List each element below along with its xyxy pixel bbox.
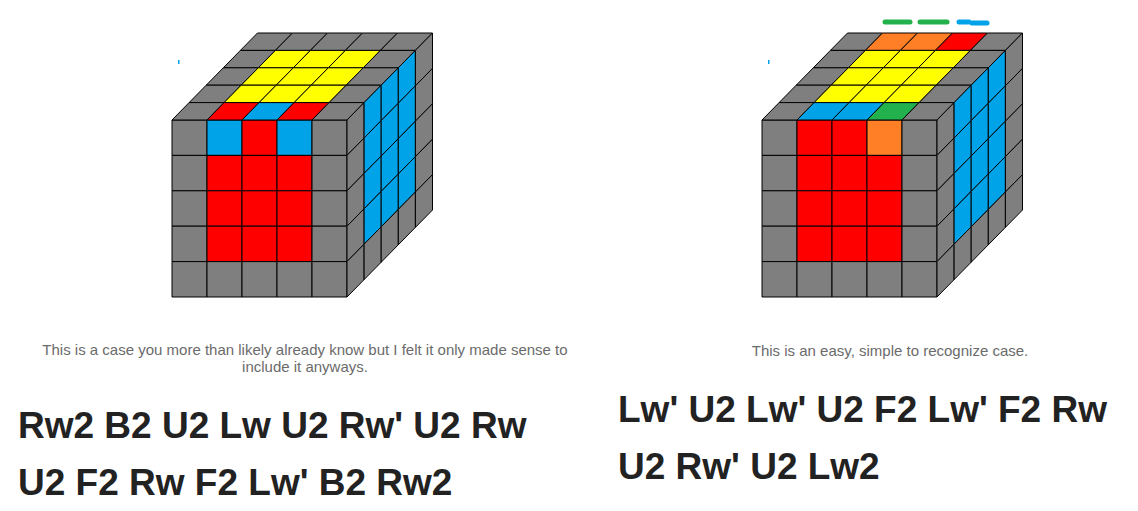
case-caption: This is an easy, simple to recognize cas… (680, 342, 1100, 359)
sticker (172, 191, 207, 226)
sticker (867, 155, 902, 190)
swap-indicator (959, 20, 969, 25)
swap-indicator (972, 21, 987, 26)
sticker (277, 155, 312, 190)
sticker (762, 155, 797, 190)
sticker (832, 155, 867, 190)
sticker (988, 192, 1005, 245)
sticker (277, 226, 312, 261)
sticker (242, 226, 277, 261)
sticker (797, 155, 832, 190)
sticker (937, 244, 954, 297)
stray-mark (768, 60, 770, 64)
sticker (172, 262, 207, 297)
algorithm: Rw2 B2 U2 Lw U2 Rw' U2 Rw U2 F2 Rw F2 Lw… (18, 397, 558, 511)
sticker (867, 262, 902, 297)
sticker (242, 191, 277, 226)
sticker (832, 226, 867, 261)
sticker (832, 120, 867, 155)
sticker (902, 191, 937, 226)
sticker (172, 155, 207, 190)
sticker (415, 175, 432, 228)
cube-5x5 (172, 33, 433, 297)
sticker (312, 120, 347, 155)
sticker (277, 191, 312, 226)
sticker (277, 262, 312, 297)
sticker (364, 227, 381, 280)
cube-5x5 (762, 22, 1023, 297)
swap-indicator (885, 20, 910, 25)
sticker (207, 226, 242, 261)
sticker (172, 120, 207, 155)
sticker (797, 120, 832, 155)
sticker (347, 244, 364, 297)
sticker (762, 226, 797, 261)
sticker (797, 226, 832, 261)
sticker (832, 262, 867, 297)
algorithm: Lw' U2 Lw' U2 F2 Lw' F2 Rw U2 Rw' U2 Lw2 (618, 381, 1133, 495)
sticker (277, 120, 312, 155)
sticker (1005, 175, 1022, 228)
sticker (312, 155, 347, 190)
sticker (832, 191, 867, 226)
sticker (207, 191, 242, 226)
sticker (902, 262, 937, 297)
sticker (867, 191, 902, 226)
sticker (381, 209, 398, 262)
sticker (762, 191, 797, 226)
sticker (242, 120, 277, 155)
sticker (902, 226, 937, 261)
case-caption: This is a case you more than likely alre… (20, 341, 590, 375)
sticker (954, 227, 971, 280)
sticker (398, 192, 415, 245)
sticker (207, 262, 242, 297)
sticker (762, 262, 797, 297)
sticker (312, 226, 347, 261)
sticker (797, 191, 832, 226)
sticker (207, 155, 242, 190)
sticker (762, 120, 797, 155)
sticker (867, 226, 902, 261)
sticker (312, 191, 347, 226)
sticker (312, 262, 347, 297)
sticker (242, 155, 277, 190)
sticker (172, 226, 207, 261)
swap-indicator (920, 20, 947, 25)
sticker (902, 120, 937, 155)
stray-mark (178, 60, 180, 64)
sticker (867, 120, 902, 155)
sticker (207, 120, 242, 155)
sticker (242, 262, 277, 297)
sticker (971, 209, 988, 262)
sticker (797, 262, 832, 297)
sticker (902, 155, 937, 190)
